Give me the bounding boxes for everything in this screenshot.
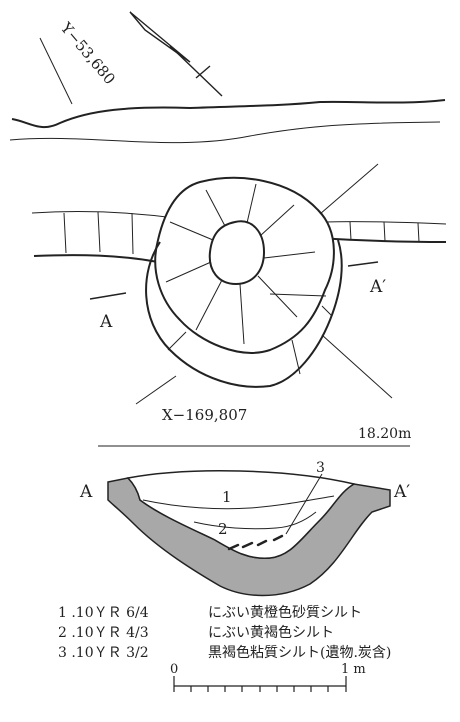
- legend-desc-3: 黒褐色粘質シルト(遺物.炭含): [208, 645, 392, 661]
- scale-bar: [173, 676, 347, 692]
- section-layer-1: 1: [222, 488, 232, 506]
- section-surface-line: [126, 470, 357, 559]
- pit-radial-hachures: [165, 183, 333, 375]
- legend-row-1: 1 .10ＹＲ 6/4 にぶい黄橙色砂質シルト: [58, 603, 391, 623]
- soil-legend: 1 .10ＹＲ 6/4 にぶい黄橙色砂質シルト 2 .10ＹＲ 4/3 にぶい黄褐色…: [58, 603, 391, 663]
- grid-label-x: X−169,807: [162, 406, 247, 424]
- section-lines: [135, 163, 393, 405]
- section-layer-2: 2: [218, 520, 228, 538]
- legend-desc-2: にぶい黄褐色シルト: [208, 625, 334, 641]
- terrace-edge-lower-right: [315, 237, 447, 243]
- legend-row-3: 3 .10ＹＲ 3/2 黒褐色粘質シルト(遺物.炭含): [58, 643, 391, 663]
- terrace-edge-upper: [11, 99, 446, 129]
- scale-start-label: 0: [170, 662, 178, 677]
- terrace-edge-lower-left: [33, 254, 159, 263]
- north-arrow-icon: [129, 11, 223, 97]
- elevation-label: 18.20m: [358, 426, 411, 442]
- grid-line-y: [39, 37, 73, 105]
- contour-lower-right: [324, 221, 447, 225]
- grid-label-y: Y−53,680: [56, 18, 119, 88]
- pit-lower-cut: [145, 239, 343, 388]
- pit-inner-floor: [208, 220, 266, 286]
- legend-code-1: 1 .10ＹＲ 6/4: [58, 605, 149, 621]
- scale-end-label: 1 m: [341, 662, 366, 677]
- legend-row-2: 2 .10ＹＲ 4/3 にぶい黄褐色シルト: [58, 623, 391, 643]
- section-layer-boundary: [142, 495, 335, 510]
- section-layer-3: 3: [316, 460, 325, 476]
- slope-hachures: [63, 211, 420, 255]
- section-layer-boundary-lower: [193, 511, 317, 530]
- section-label-a-prime: A′: [393, 482, 410, 502]
- plan-label-a-prime: A′: [369, 277, 386, 297]
- plan-label-a: A: [99, 312, 113, 332]
- section-label-a: A: [79, 482, 93, 502]
- contour-upper: [9, 121, 441, 144]
- layer-3-leader: [285, 473, 323, 535]
- legend-code-2: 2 .10ＹＲ 4/3: [58, 625, 149, 641]
- charcoal-inclusions: [227, 534, 284, 551]
- legend-desc-1: にぶい黄橙色砂質シルト: [208, 605, 362, 621]
- contour-lower-left: [31, 211, 176, 219]
- legend-code-3: 3 .10ＹＲ 3/2: [58, 645, 149, 661]
